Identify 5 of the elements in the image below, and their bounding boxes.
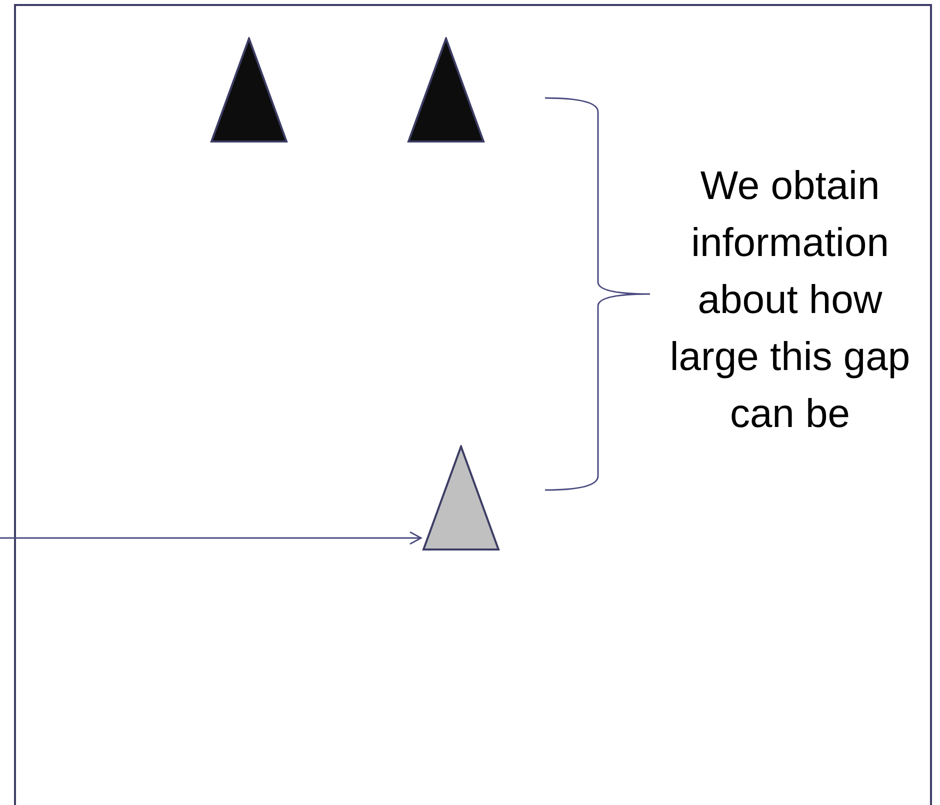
annotation-text: We obtain information about how large this gap can be xyxy=(668,163,912,438)
arrow xyxy=(0,531,422,545)
triangle-marker xyxy=(210,37,288,143)
triangle-marker xyxy=(407,37,485,143)
triangle-marker xyxy=(422,445,500,551)
